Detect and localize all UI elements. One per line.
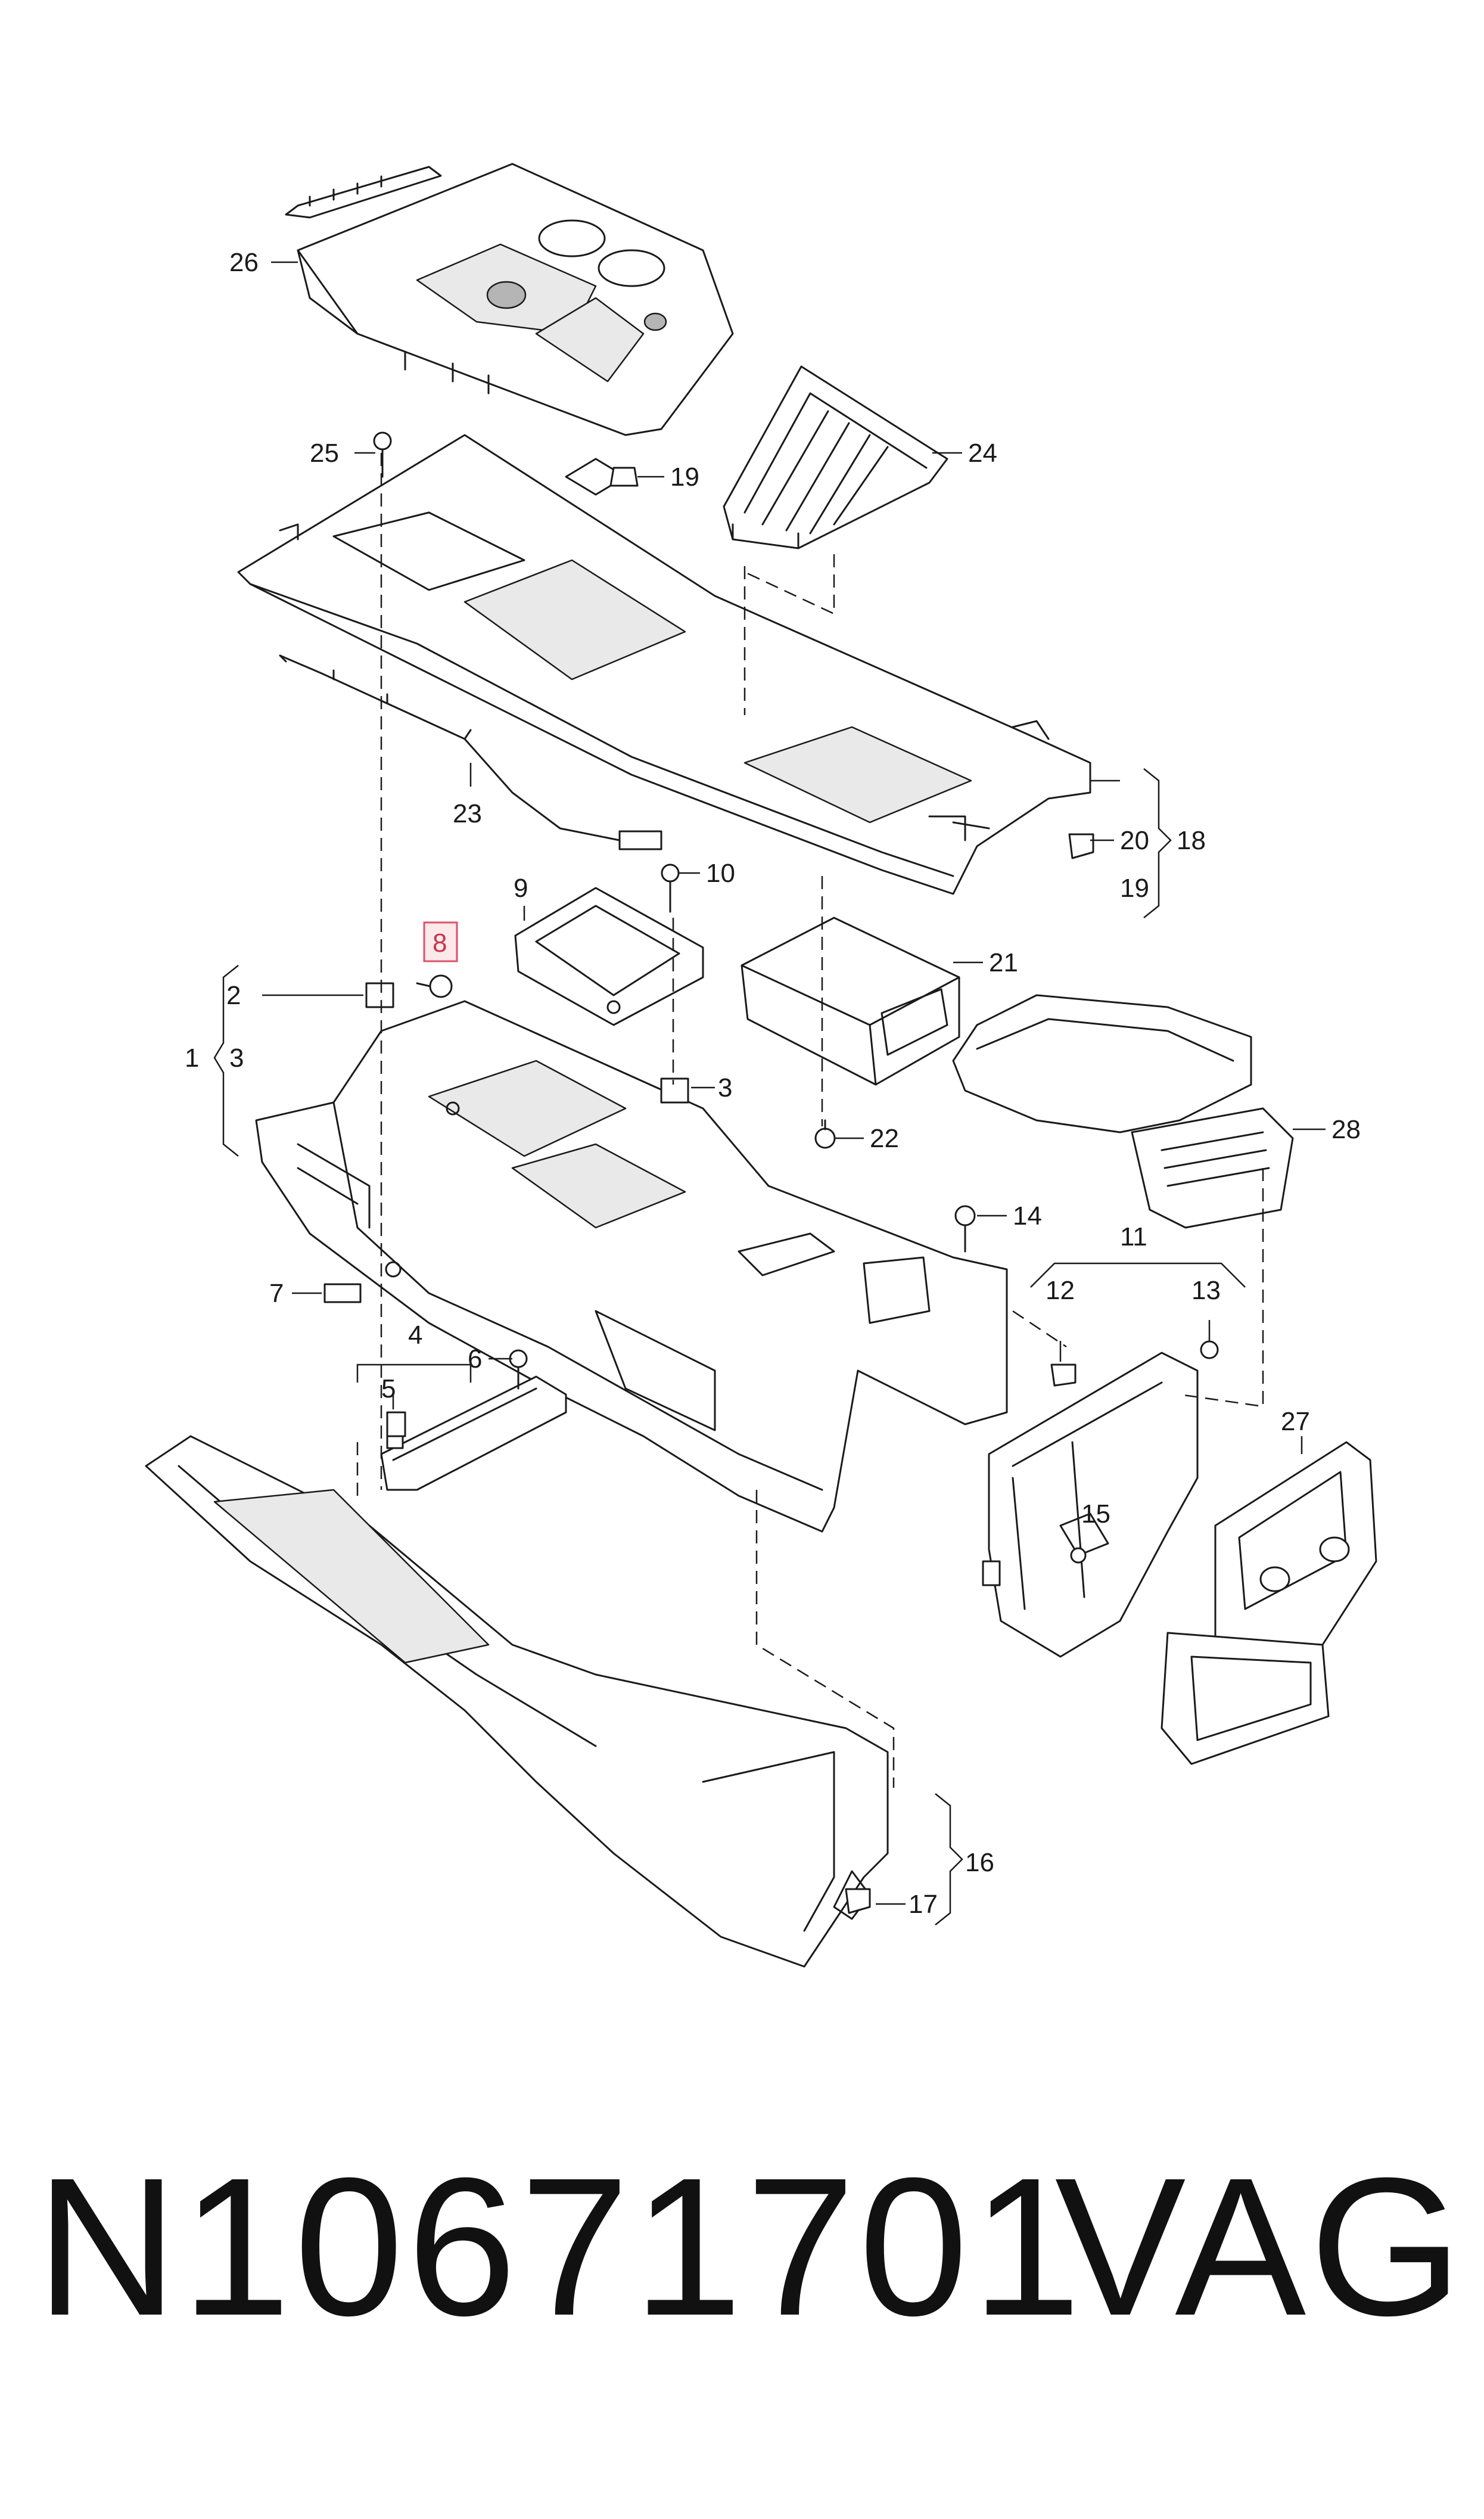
part-number: N10671701 [36, 2136, 1085, 2356]
callout-27: 27 [1281, 1407, 1310, 1436]
callout-5: 5 [381, 1374, 396, 1403]
part-21-storage-box [741, 917, 960, 1086]
callout-17: 17 [909, 1890, 938, 1919]
callout-10: 10 [706, 859, 735, 888]
callout-22: 22 [870, 1124, 899, 1153]
callout-6: 6 [468, 1344, 482, 1374]
exploded-parts-diagram: 26 25 19 24 23 20 18 19 9 10 8 21 2 1 3 … [145, 163, 1377, 1968]
assembly-lines [356, 453, 1264, 1788]
part-4-lower-bracket [380, 1375, 567, 1491]
fasteners [323, 431, 1219, 1914]
part-16-side-trim [145, 1435, 889, 1968]
brand-label: VAG [1054, 2136, 1466, 2356]
callout-8-highlight [423, 921, 458, 962]
callout-24: 24 [968, 439, 997, 468]
callout-4: 4 [408, 1321, 422, 1350]
callout-15: 15 [1081, 1499, 1110, 1529]
callout-16: 16 [965, 1848, 994, 1877]
callout-8: 8 [433, 928, 447, 958]
callout-labels: 26 25 19 24 23 20 18 19 9 10 8 21 2 1 3 … [185, 248, 1361, 1919]
part-23-cable [279, 654, 662, 850]
part-1-console-carrier [255, 1000, 1008, 1533]
callout-23: 23 [453, 799, 482, 828]
callout-19a: 19 [670, 462, 699, 492]
callout-11: 11 [1120, 1222, 1147, 1251]
callout-19b: 19 [1120, 874, 1149, 903]
callout-18: 18 [1177, 826, 1206, 855]
callout-3a: 3 [229, 1043, 244, 1073]
part-27-control-panel [1161, 1441, 1377, 1765]
callout-12: 12 [1046, 1276, 1075, 1305]
callout-14: 14 [1013, 1201, 1042, 1231]
part-18-console-frame [237, 434, 1091, 895]
callout-7: 7 [269, 1279, 284, 1308]
part-11-bracket-assembly [982, 1352, 1199, 1658]
leader-lines [262, 261, 1326, 1905]
callout-20: 20 [1120, 826, 1149, 855]
callout-25: 25 [310, 439, 339, 468]
braces [213, 768, 1246, 1925]
callout-28: 28 [1331, 1115, 1361, 1144]
part-28-armrest [952, 994, 1294, 1229]
footer: N10671701 VAG [0, 2127, 1484, 2461]
callout-13: 13 [1191, 1276, 1221, 1305]
callout-1: 1 [185, 1043, 199, 1073]
callout-2: 2 [226, 981, 241, 1010]
part-24-storage-tray [723, 365, 948, 549]
callout-3b: 3 [718, 1073, 732, 1102]
part-9-bracket [514, 887, 704, 1026]
callout-21: 21 [989, 948, 1018, 977]
callout-26: 26 [229, 248, 259, 277]
part-26-console-trim [285, 163, 734, 436]
callout-9: 9 [514, 874, 528, 903]
